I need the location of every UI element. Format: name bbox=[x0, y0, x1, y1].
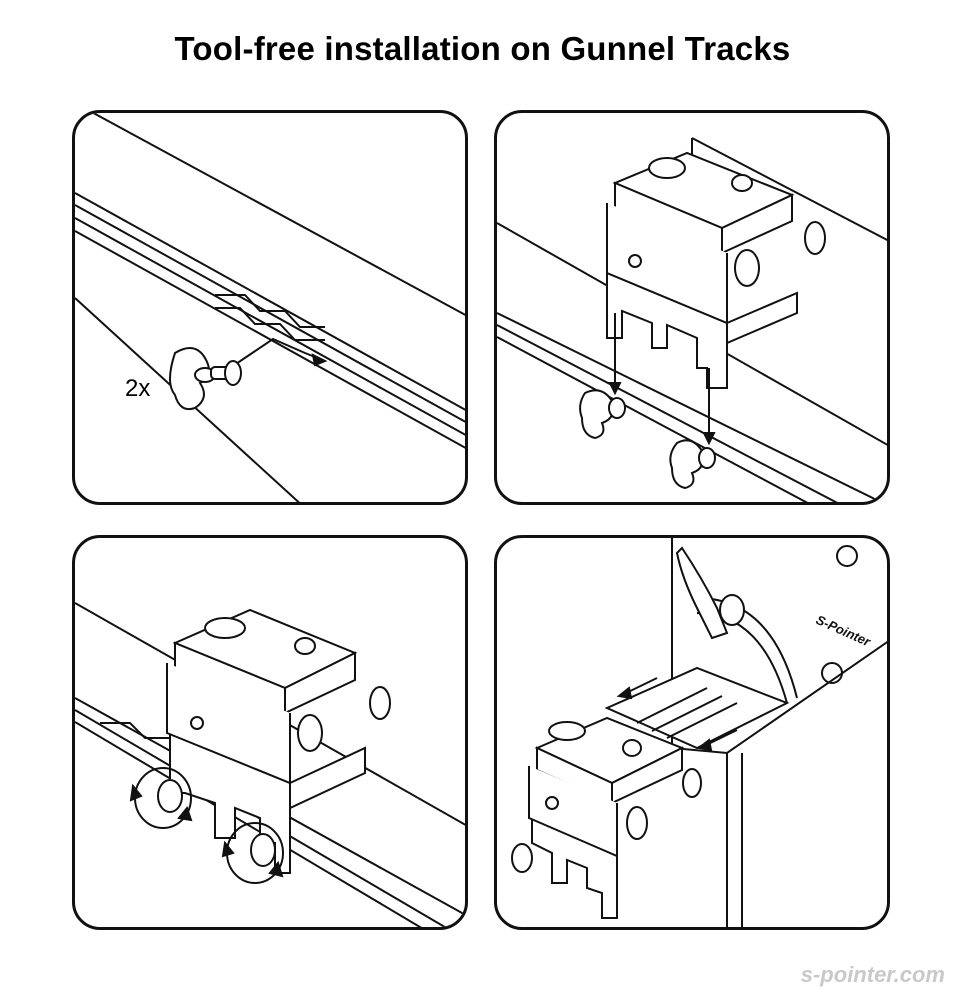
wing-bolt-icon bbox=[170, 348, 241, 409]
gunnel-track bbox=[75, 113, 468, 505]
step-3-panel bbox=[72, 535, 468, 930]
clamp-bracket bbox=[607, 153, 825, 388]
step-1-panel: 2x bbox=[72, 110, 468, 505]
slide-arrows bbox=[619, 678, 737, 750]
rotate-arrow-icon bbox=[223, 823, 283, 883]
wing-bolt-icon bbox=[670, 440, 715, 488]
drop-arrows bbox=[610, 313, 714, 443]
watermark: s-pointer.com bbox=[800, 962, 945, 987]
step-2-illustration bbox=[497, 113, 890, 505]
wing-bolt-icon bbox=[580, 390, 625, 438]
rotate-arrow-icon bbox=[131, 768, 191, 828]
step-2-panel bbox=[494, 110, 890, 505]
page-title: Tool-free installation on Gunnel Tracks bbox=[174, 30, 791, 67]
step-1-illustration bbox=[75, 113, 468, 505]
quantity-label: 2x bbox=[125, 375, 151, 402]
device-logo: S-Pointer bbox=[814, 612, 874, 650]
clamp-bracket bbox=[167, 610, 390, 873]
step-4-panel: S-Pointer bbox=[494, 535, 890, 930]
step-3-illustration bbox=[75, 538, 468, 930]
s-pointer-device bbox=[672, 538, 890, 930]
clamp-bracket bbox=[512, 718, 701, 918]
insert-arrow bbox=[230, 339, 325, 368]
mounting-plate bbox=[607, 668, 787, 748]
step-4-illustration: S-Pointer bbox=[497, 538, 890, 930]
